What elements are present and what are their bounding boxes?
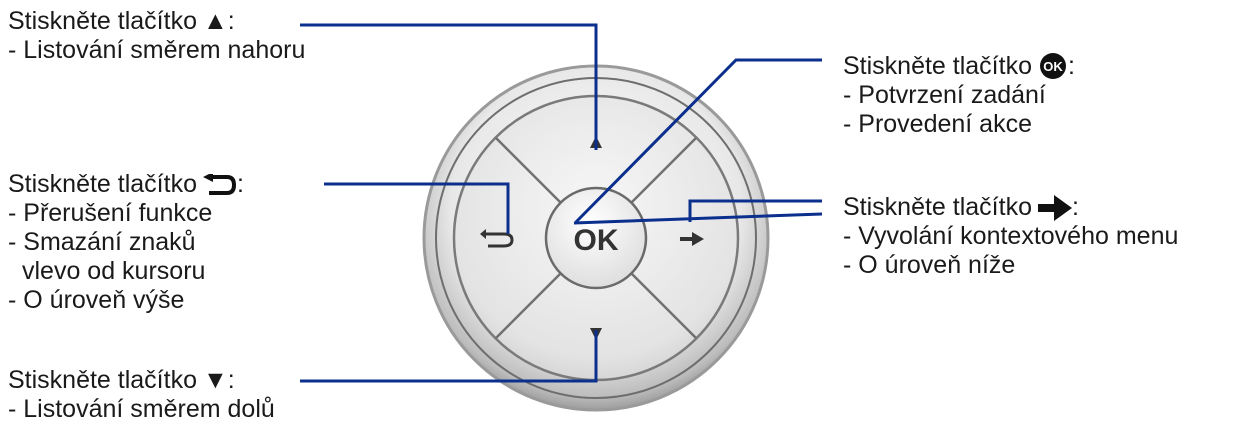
- label-back-colon: :: [237, 170, 244, 199]
- label-up-text: Stiskněte tlačítko: [8, 7, 197, 36]
- label-back-text: Stiskněte tlačítko: [8, 170, 197, 199]
- ok-circle-icon: OK: [1038, 51, 1068, 81]
- label-down: Stiskněte tlačítko ▼ : - Listování směre…: [8, 366, 275, 424]
- label-back-item-1: - Přerušení funkce: [8, 199, 244, 228]
- label-ok-item-2: - Provedení akce: [843, 110, 1075, 139]
- label-down-item-1: - Listování směrem dolů: [8, 395, 275, 424]
- down-triangle-icon: ▼: [203, 366, 228, 395]
- label-up-colon: :: [228, 7, 235, 36]
- label-ok-colon: :: [1068, 52, 1075, 81]
- label-ok-heading: Stiskněte tlačítko OK :: [843, 51, 1075, 81]
- label-back-item-3: vlevo od kursoru: [8, 257, 244, 286]
- label-ok-text: Stiskněte tlačítko: [843, 52, 1032, 81]
- label-up: Stiskněte tlačítko ▲ : - Listování směre…: [8, 7, 305, 65]
- label-down-colon: :: [228, 366, 235, 395]
- label-right-item-1: - Vyvolání kontextového menu: [843, 222, 1178, 251]
- ok-button-label: OK: [574, 224, 619, 257]
- label-down-text: Stiskněte tlačítko: [8, 366, 197, 395]
- up-triangle-icon: ▲: [203, 7, 228, 36]
- back-arrow-icon: [203, 174, 237, 196]
- label-ok: Stiskněte tlačítko OK : - Potvrzení zadá…: [843, 51, 1075, 139]
- label-right: Stiskněte tlačítko : - Vyvolání kontexto…: [843, 193, 1178, 280]
- label-back: Stiskněte tlačítko : - Přerušení funkce …: [8, 170, 244, 315]
- label-right-colon: :: [1072, 193, 1079, 222]
- right-arrow-icon: [1038, 195, 1072, 221]
- label-right-heading: Stiskněte tlačítko :: [843, 193, 1178, 222]
- label-up-heading: Stiskněte tlačítko ▲ :: [8, 7, 305, 36]
- label-ok-item-1: - Potvrzení zadání: [843, 81, 1075, 110]
- label-up-item-1: - Listování směrem nahoru: [8, 36, 305, 65]
- label-right-item-2: - O úroveň níže: [843, 251, 1178, 280]
- label-back-item-4: - O úroveň výše: [8, 286, 244, 315]
- label-right-text: Stiskněte tlačítko: [843, 193, 1032, 222]
- svg-text:OK: OK: [1043, 59, 1063, 74]
- label-down-heading: Stiskněte tlačítko ▼ :: [8, 366, 275, 395]
- label-back-item-2: - Smazání znaků: [8, 228, 244, 257]
- label-back-heading: Stiskněte tlačítko :: [8, 170, 244, 199]
